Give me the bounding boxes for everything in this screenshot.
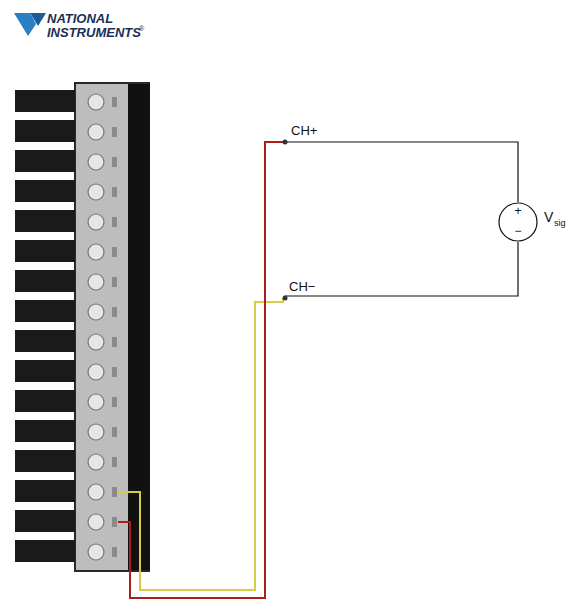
terminal-opening [112, 127, 117, 137]
logo-text: ® [139, 25, 144, 32]
terminal-fin [15, 210, 75, 232]
terminal-opening [112, 247, 117, 257]
polarity-sign: − [514, 225, 521, 237]
terminal-screw [88, 274, 104, 290]
terminal-fin [15, 330, 75, 352]
polarity-sign: + [514, 205, 521, 217]
terminal-screw [88, 304, 104, 320]
terminal-fin [15, 300, 75, 322]
terminal-opening [112, 547, 117, 557]
terminal-fin [15, 270, 75, 292]
terminal-opening [112, 427, 117, 437]
terminal-opening [112, 367, 117, 377]
terminal-opening [112, 217, 117, 227]
terminal-fin [15, 360, 75, 382]
ni-logo-mark [14, 13, 46, 36]
terminal-fin [15, 480, 75, 502]
logo-text: INSTRUMENTS [47, 26, 141, 39]
terminal-screw [88, 484, 104, 500]
source-name: V [544, 210, 553, 224]
terminal-screw [88, 244, 104, 260]
field-wiring [118, 140, 518, 599]
terminal-opening [112, 487, 117, 497]
terminal-opening [112, 337, 117, 347]
logo-text: NATIONAL [47, 12, 113, 25]
terminal-screw [88, 364, 104, 380]
terminal-screw [88, 394, 104, 410]
terminal-screw [88, 454, 104, 470]
channel-label: CH+ [291, 124, 317, 137]
terminal-opening [112, 457, 117, 467]
terminal-fin [15, 240, 75, 262]
terminal-fin [15, 450, 75, 472]
terminal-opening [112, 157, 117, 167]
terminal-opening [112, 517, 117, 527]
terminal-screw [88, 154, 104, 170]
terminal-screw [88, 334, 104, 350]
terminal-opening [112, 187, 117, 197]
terminal-fin [15, 510, 75, 532]
terminal-block [15, 82, 150, 572]
terminal-opening [112, 397, 117, 407]
terminal-fin [15, 540, 75, 562]
terminal-opening [112, 307, 117, 317]
channel-label: CH− [289, 280, 315, 293]
terminal-screw [88, 184, 104, 200]
terminal-fin [15, 420, 75, 442]
terminal-fin [15, 150, 75, 172]
terminal-screw [88, 514, 104, 530]
terminal-screw [88, 424, 104, 440]
terminal-screw [88, 544, 104, 560]
voltage-source: +−Vsig [498, 202, 538, 242]
terminal-screw [88, 214, 104, 230]
terminal-fin [15, 90, 75, 112]
terminal-fin [15, 180, 75, 202]
terminal-fin [15, 120, 75, 142]
source-name: sig [554, 219, 566, 228]
terminal-screw [88, 124, 104, 140]
terminal-fin [15, 390, 75, 412]
terminal-opening [112, 97, 117, 107]
terminal-screw [88, 94, 104, 110]
terminal-opening [112, 277, 117, 287]
